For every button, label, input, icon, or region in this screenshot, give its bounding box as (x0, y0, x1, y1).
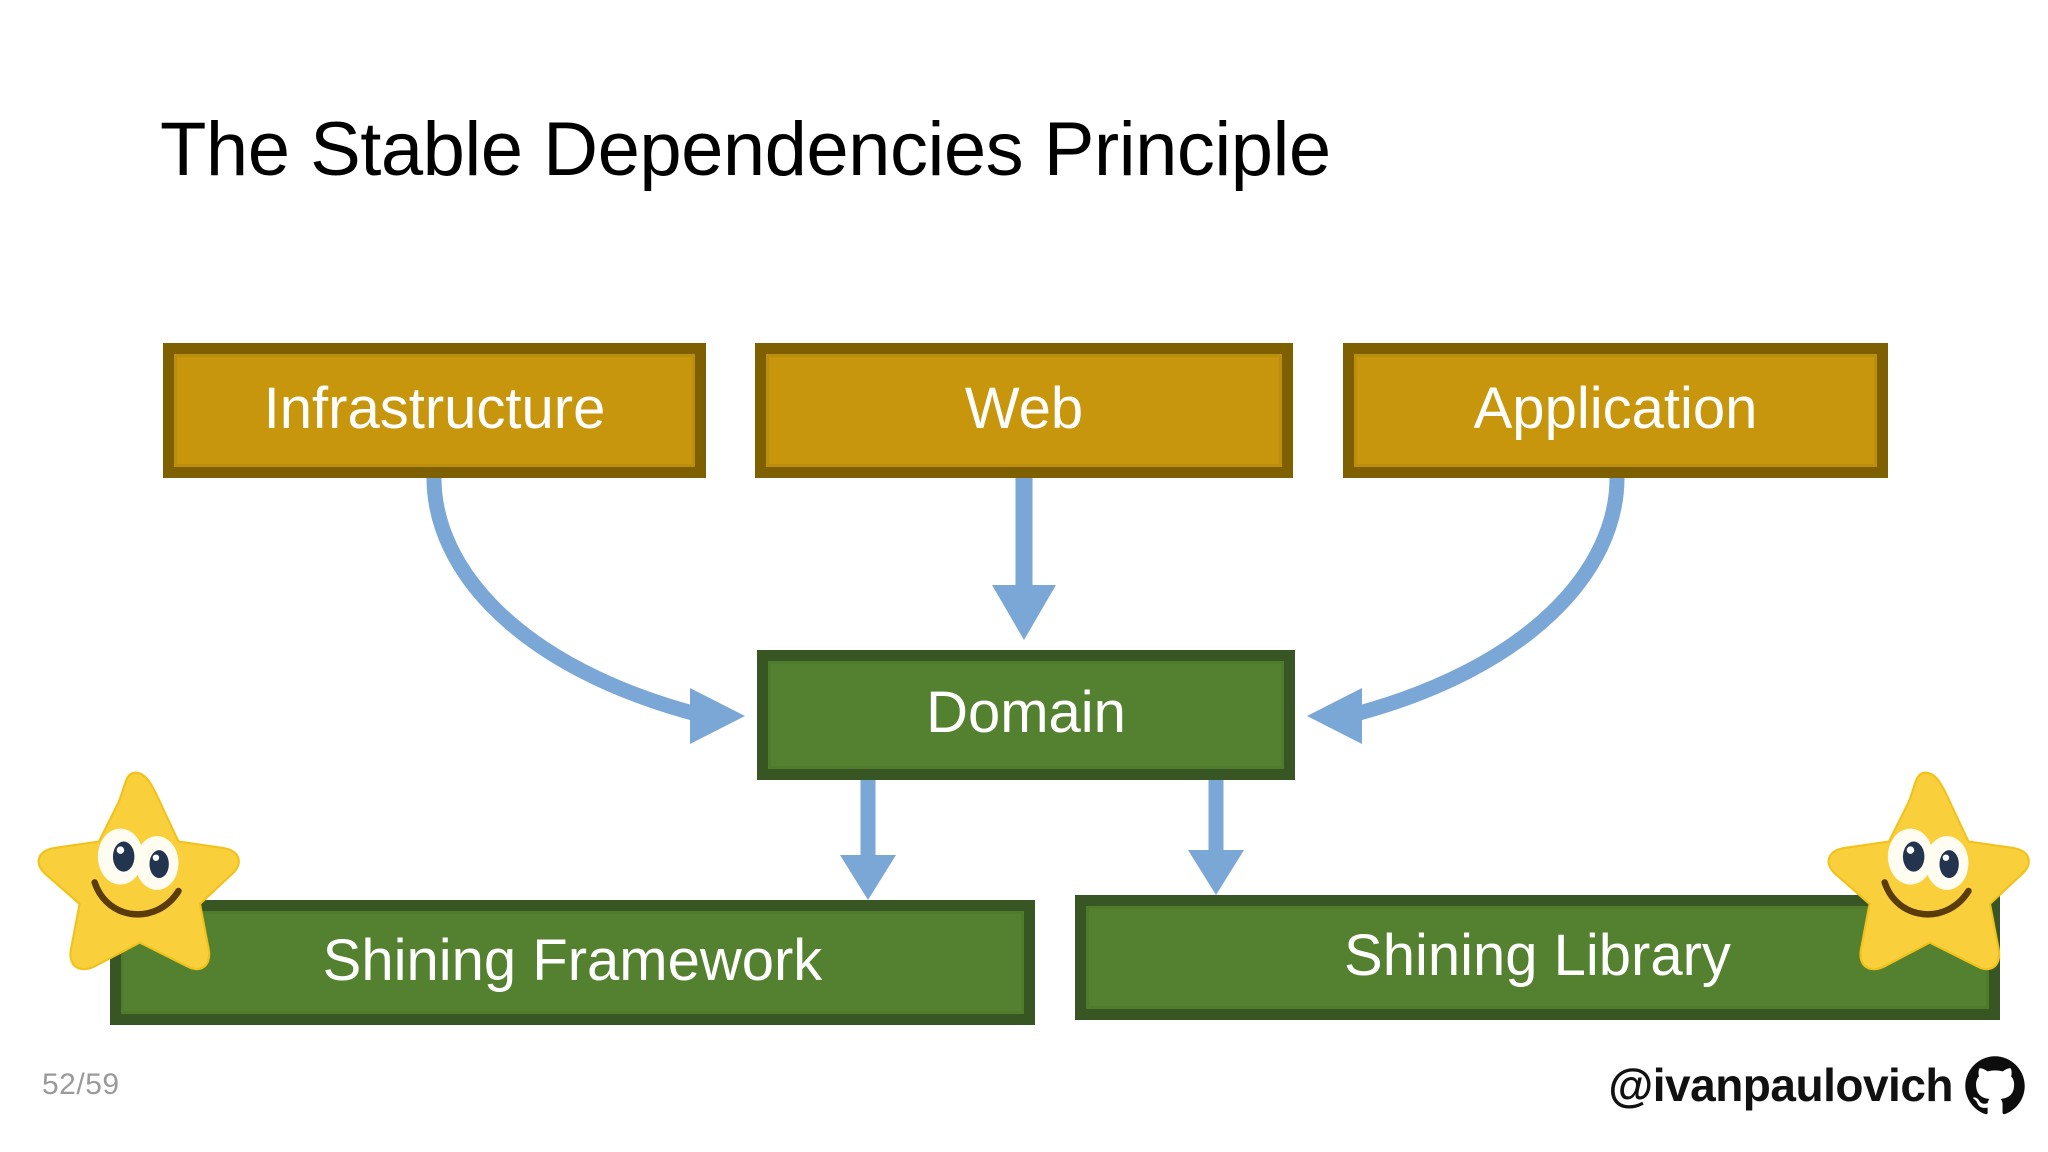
page-title: The Stable Dependencies Principle (160, 107, 1331, 192)
edge-domain-to-shining-framework (840, 780, 896, 900)
author-handle: @ivanpaulovich (1608, 1059, 1953, 1111)
edge-infrastructure-to-domain (426, 477, 745, 744)
node-infrastructure-label: Infrastructure (263, 375, 606, 441)
node-shining-framework[interactable]: Shining Framework (110, 900, 1035, 1025)
node-web-label: Web (964, 375, 1084, 441)
node-infrastructure[interactable]: Infrastructure (163, 343, 706, 478)
edge-application-to-domain (1307, 477, 1625, 744)
node-domain[interactable]: Domain (757, 650, 1295, 780)
page-counter: 52/59 (42, 1068, 120, 1101)
github-icon (1965, 1056, 2025, 1115)
edge-web-to-domain (992, 478, 1056, 640)
node-web[interactable]: Web (755, 343, 1293, 478)
node-shining-library-label: Shining Library (1344, 922, 1731, 988)
node-shining-framework-label: Shining Framework (322, 927, 823, 993)
node-application[interactable]: Application (1343, 343, 1888, 478)
node-domain-label: Domain (926, 680, 1126, 745)
edge-domain-to-shining-library (1188, 780, 1244, 895)
node-application-label: Application (1473, 375, 1758, 441)
node-shining-library[interactable]: Shining Library (1075, 895, 2000, 1020)
